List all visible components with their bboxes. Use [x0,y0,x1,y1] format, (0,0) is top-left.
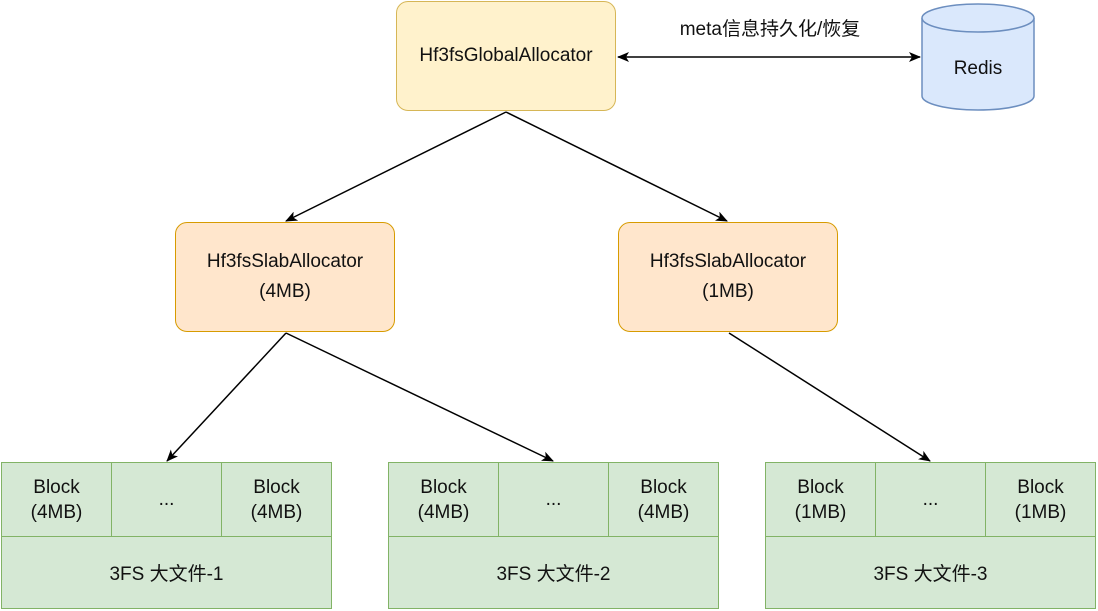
block-label: Block [797,476,844,498]
block-cell[interactable]: Block (4MB) [389,463,498,536]
block-label: Block [33,476,80,498]
block-size: (4MB) [417,501,470,523]
file-label: 3FS 大文件-1 [109,563,224,585]
block-label: Block [640,476,687,498]
ellipsis-cell: ... [875,463,985,536]
redis-database-icon[interactable] [921,3,1035,111]
block-cell[interactable]: Block (4MB) [2,463,111,536]
block-size: (1MB) [1014,501,1067,523]
ellipsis-label: ... [922,489,939,510]
redis-label: Redis [953,58,1003,79]
slab-allocator-name: Hf3fsSlabAllocator [649,251,807,272]
global-allocator-node[interactable]: Hf3fsGlobalAllocator [396,1,616,111]
redis-edge-label: meta信息持久化/恢复 [620,14,920,41]
block-size: (4MB) [30,501,83,523]
block-size: (4MB) [250,501,303,523]
slab-allocator-size: (1MB) [702,281,754,302]
slab-allocator-4mb-node[interactable]: Hf3fsSlabAllocator (4MB) [175,222,395,332]
file-label: 3FS 大文件-2 [496,563,611,585]
3fs-file-1[interactable]: Block (4MB) ... Block (4MB) 3FS 大文件-1 [1,462,332,609]
block-label: Block [253,476,300,498]
block-cell[interactable]: Block (1MB) [985,463,1095,536]
edge-global-slab-4mb [285,111,507,222]
3fs-file-3[interactable]: Block (1MB) ... Block (1MB) 3FS 大文件-3 [765,462,1096,609]
block-cell[interactable]: Block (4MB) [221,463,331,536]
edge-slab-4mb-file-1 [166,332,287,462]
ellipsis-label: ... [158,489,175,510]
block-cell[interactable]: Block (4MB) [608,463,718,536]
block-label: Block [420,476,467,498]
slab-allocator-name: Hf3fsSlabAllocator [206,251,364,272]
slab-allocator-1mb-node[interactable]: Hf3fsSlabAllocator (1MB) [618,222,838,332]
ellipsis-cell: ... [498,463,608,536]
3fs-file-2[interactable]: Block (4MB) ... Block (4MB) 3FS 大文件-2 [388,462,719,609]
global-allocator-label: Hf3fsGlobalAllocator [419,45,593,66]
edge-global-slab-1mb [505,111,728,222]
edge-slab-1mb-file-3 [728,332,931,462]
block-size: (4MB) [637,501,690,523]
block-size: (1MB) [794,501,847,523]
slab-allocator-size: (4MB) [259,281,311,302]
block-label: Block [1017,476,1064,498]
file-label: 3FS 大文件-3 [873,563,988,585]
ellipsis-cell: ... [111,463,221,536]
block-row: Block (1MB) ... Block (1MB) [766,463,1095,537]
edge-slab-4mb-file-2 [285,332,554,462]
block-row: Block (4MB) ... Block (4MB) [389,463,718,537]
ellipsis-label: ... [545,489,562,510]
block-row: Block (4MB) ... Block (4MB) [2,463,331,537]
block-cell[interactable]: Block (1MB) [766,463,875,536]
